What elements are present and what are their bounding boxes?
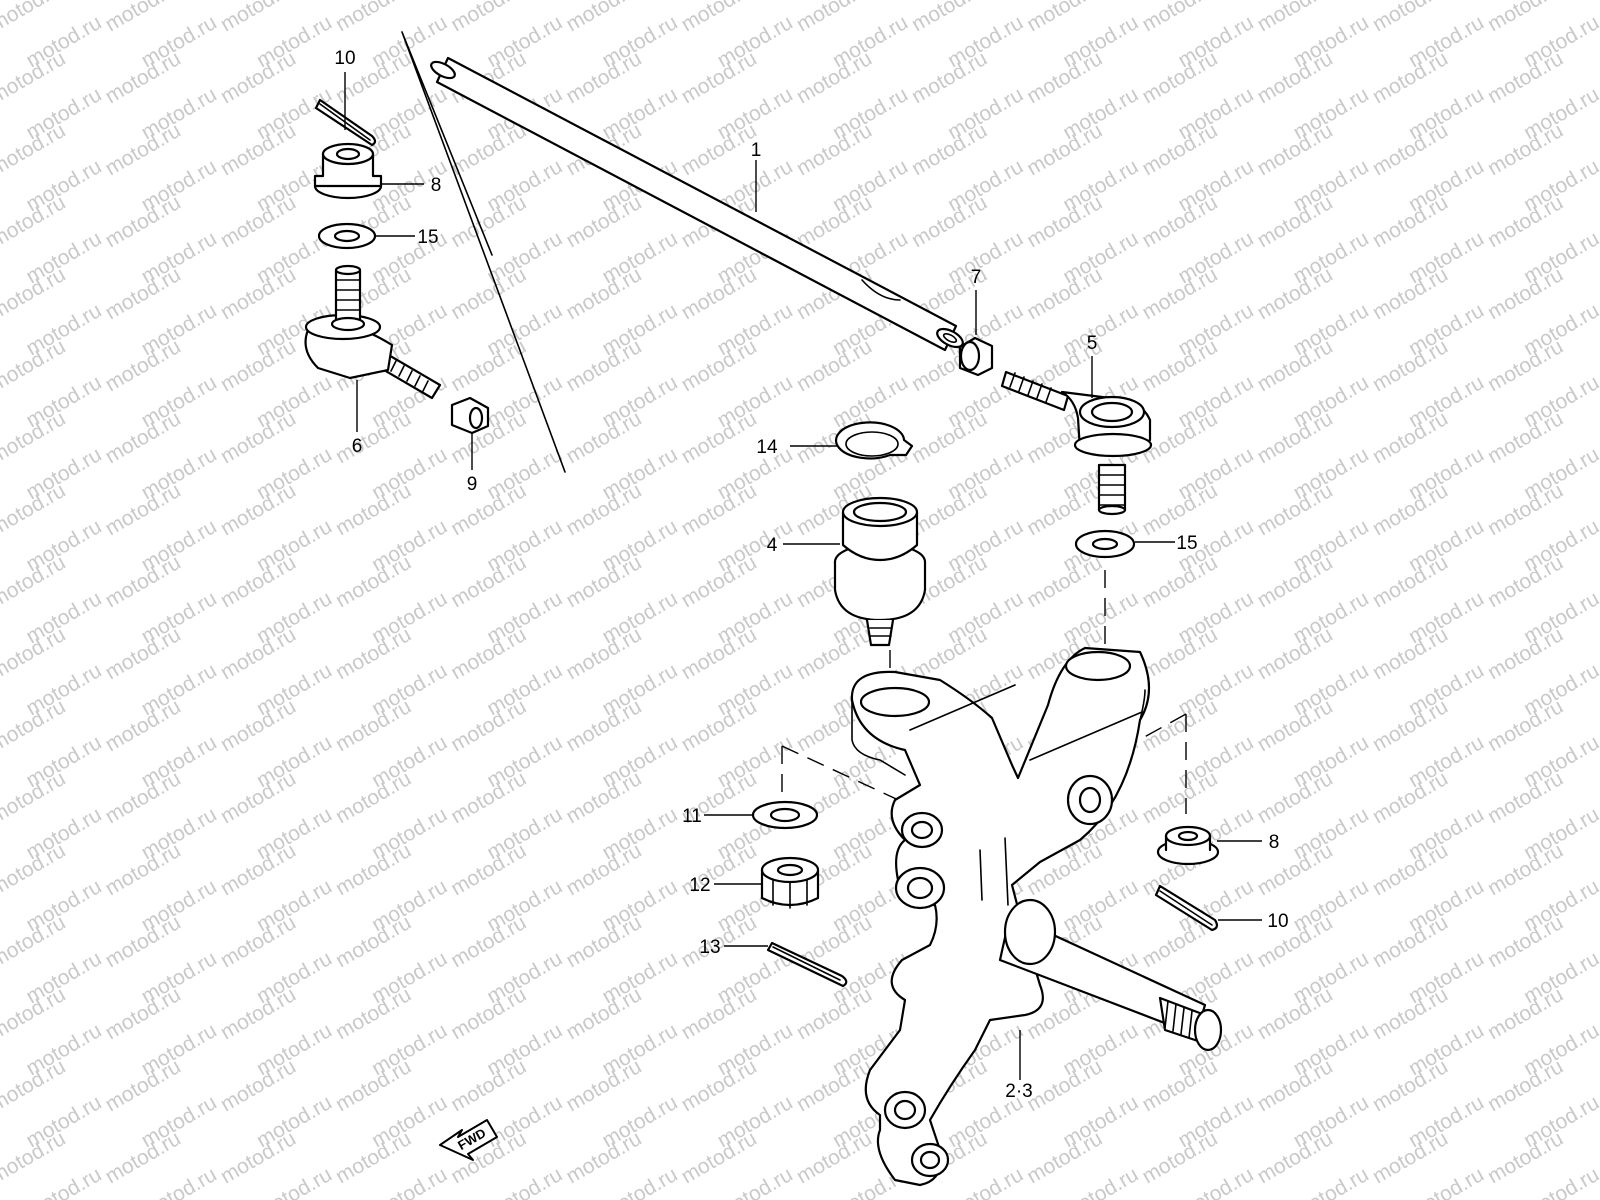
callout-15-right: 15 [1176,533,1197,554]
cotter-pin-knuckle[interactable] [766,941,848,988]
callout-10-right: 10 [1267,911,1288,932]
alignment-line-right [1129,713,1187,814]
fwd-arrow-icon: FWD [439,1119,498,1161]
callout-7: 7 [971,267,982,288]
castle-nut-top[interactable] [313,142,383,200]
cotter-pin-right[interactable] [1154,884,1219,932]
washer-right[interactable] [1074,529,1136,559]
callout-5: 5 [1087,333,1098,354]
assembly-reference-line [401,31,566,473]
callout-8-right: 8 [1269,832,1280,853]
callout-13: 13 [699,937,720,958]
leader-lines [344,72,1262,1080]
callout-15-top: 15 [417,227,438,248]
callout-2-3: 2·3 [1005,1081,1032,1102]
callout-10-top: 10 [334,48,355,69]
flange-nut-right[interactable] [1156,825,1220,866]
washer-top[interactable] [317,222,377,250]
callout-1: 1 [751,140,762,161]
steering-knuckle[interactable] [850,646,1223,1187]
callout-labels: 1 2·3 4 5 6 7 8 8 9 10 10 11 12 13 14 15… [334,48,1288,1102]
ball-joint[interactable] [833,496,927,647]
castle-nut-knuckle[interactable] [760,856,820,909]
callout-11: 11 [682,806,702,827]
snap-ring[interactable] [834,421,914,460]
tie-rod[interactable] [429,56,966,352]
lock-nut-right[interactable] [958,336,994,377]
callout-9: 9 [467,474,478,495]
washer-knuckle[interactable] [751,800,819,830]
callout-8-top: 8 [431,175,442,196]
callout-6: 6 [352,436,363,457]
lock-nut-left[interactable] [450,396,490,435]
tie-rod-end-right[interactable] [1000,370,1153,516]
callout-14: 14 [756,437,778,458]
callout-12: 12 [689,875,710,896]
callout-4: 4 [767,535,778,556]
tie-rod-end-left[interactable] [304,264,442,400]
